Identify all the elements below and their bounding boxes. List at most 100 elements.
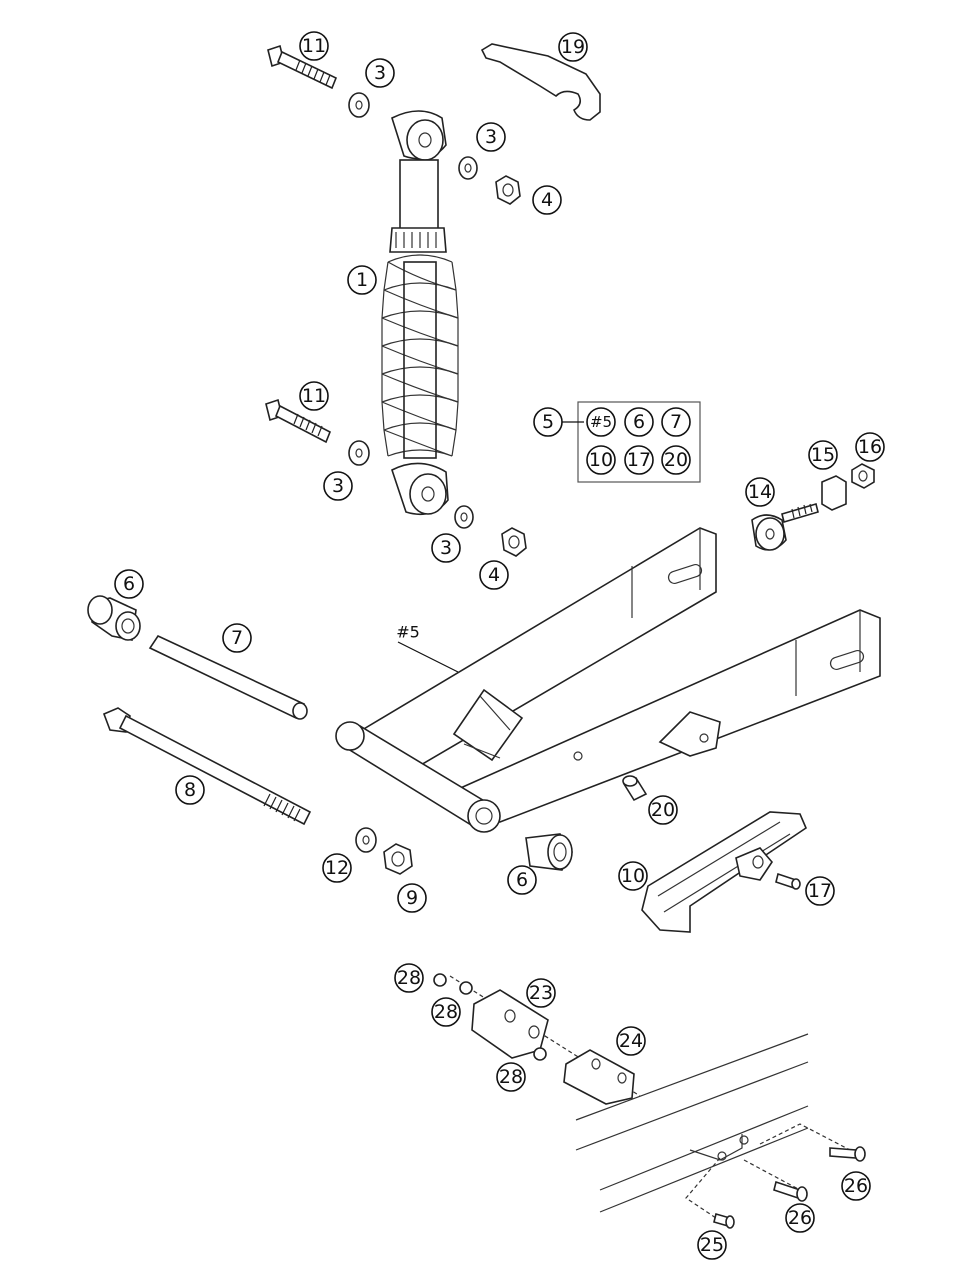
svg-text:20: 20	[664, 449, 688, 471]
svg-text:14: 14	[748, 481, 772, 503]
screw-25	[713, 1213, 735, 1229]
svg-text:28: 28	[434, 1001, 458, 1023]
washer-top-left	[348, 92, 370, 118]
hook-spanner	[480, 43, 601, 121]
callout-1: 1	[347, 265, 377, 295]
callout-9: 9	[397, 883, 427, 913]
callout-26-a: 26	[841, 1171, 871, 1201]
callout-17: 17	[805, 876, 835, 906]
svg-text:6: 6	[633, 411, 645, 433]
svg-text:4: 4	[541, 189, 553, 211]
nut-top	[495, 175, 521, 205]
svg-text:28: 28	[499, 1066, 523, 1088]
callout-6-a: 6	[114, 569, 144, 599]
pivot-nut	[383, 843, 413, 875]
swingarm	[335, 527, 881, 833]
callout-3-a: 3	[365, 58, 395, 88]
svg-text:3: 3	[440, 537, 452, 559]
pivot-washer	[355, 827, 377, 853]
callout-6-b: 6	[507, 865, 537, 895]
nut-28-b	[459, 981, 473, 995]
svg-text:19: 19	[561, 36, 585, 58]
nut-28-c	[533, 1047, 547, 1061]
bushing-left	[87, 595, 141, 641]
frame-rails	[575, 1033, 809, 1213]
callout-24: 24	[616, 1026, 646, 1056]
bushing-right	[525, 833, 573, 871]
svg-text:17: 17	[627, 449, 651, 471]
svg-text:15: 15	[811, 444, 835, 466]
svg-text:3: 3	[332, 475, 344, 497]
svg-text:6: 6	[123, 573, 135, 595]
svg-text:11: 11	[302, 35, 326, 57]
svg-text:4: 4	[488, 564, 500, 586]
washer-lower-left	[348, 440, 370, 466]
svg-text:10: 10	[621, 865, 645, 887]
callout-26-b: 26	[785, 1203, 815, 1233]
washer-top-right	[458, 156, 478, 180]
callout-3-b: 3	[476, 122, 506, 152]
callout-3-d: 3	[431, 533, 461, 563]
callout-11-lower: 11	[299, 381, 329, 411]
chain-roller-bolt	[751, 502, 819, 551]
svg-text:25: 25	[700, 1234, 724, 1256]
callout-kit-10: 10	[586, 445, 616, 475]
callout-23: 23	[526, 978, 556, 1008]
callout-4-b: 4	[479, 560, 509, 590]
svg-text:#5: #5	[590, 413, 612, 431]
bolt-top	[267, 44, 338, 90]
callout-25: 25	[697, 1230, 727, 1260]
callout-11-top: 11	[299, 31, 329, 61]
svg-text:12: 12	[325, 857, 349, 879]
shock-absorber	[381, 110, 459, 516]
callout-15: 15	[808, 440, 838, 470]
callout-14: 14	[745, 477, 775, 507]
svg-text:26: 26	[788, 1207, 812, 1229]
mount-plate-24	[563, 1049, 635, 1105]
svg-text:8: 8	[184, 779, 196, 801]
svg-text:1: 1	[356, 269, 368, 291]
svg-text:7: 7	[231, 627, 243, 649]
svg-text:23: 23	[529, 982, 553, 1004]
svg-text:16: 16	[858, 436, 882, 458]
callout-8: 8	[175, 775, 205, 805]
chain-guide-nut	[851, 463, 875, 489]
svg-text:17: 17	[808, 880, 832, 902]
bolt-26-upper	[829, 1146, 866, 1162]
callout-10: 10	[618, 861, 648, 891]
svg-text:26: 26	[844, 1175, 868, 1197]
callout-3-c: 3	[323, 471, 353, 501]
svg-text:9: 9	[406, 887, 418, 909]
svg-text:11: 11	[302, 385, 326, 407]
nut-lower	[501, 527, 527, 557]
bolt-lower	[265, 398, 332, 444]
chain-guide-clip	[821, 475, 847, 511]
svg-text:7: 7	[670, 411, 682, 433]
callout-kit-5: #5	[586, 407, 616, 437]
svg-text:20: 20	[651, 799, 675, 821]
callout-28-b: 28	[431, 997, 461, 1027]
washer-lower-right	[454, 505, 474, 529]
pivot-bolt	[102, 707, 312, 826]
svg-text:28: 28	[397, 967, 421, 989]
callout-20: 20	[648, 795, 678, 825]
callout-4-a: 4	[532, 185, 562, 215]
svg-text:24: 24	[619, 1030, 643, 1052]
swingarm-label: #5	[396, 623, 420, 642]
chain-guide	[641, 811, 807, 933]
kit-box	[577, 401, 701, 483]
svg-text:3: 3	[485, 126, 497, 148]
nut-28-a	[433, 973, 447, 987]
callout-kit-20: 20	[661, 445, 691, 475]
callout-12: 12	[322, 853, 352, 883]
svg-text:5: 5	[542, 411, 554, 433]
svg-text:10: 10	[589, 449, 613, 471]
callout-kit-6: 6	[624, 407, 654, 437]
svg-text:3: 3	[374, 62, 386, 84]
svg-text:6: 6	[516, 869, 528, 891]
bolt-26-lower	[773, 1180, 808, 1202]
callout-7: 7	[222, 623, 252, 653]
callout-28-c: 28	[496, 1062, 526, 1092]
callout-28-a: 28	[394, 963, 424, 993]
callout-16: 16	[855, 432, 885, 462]
